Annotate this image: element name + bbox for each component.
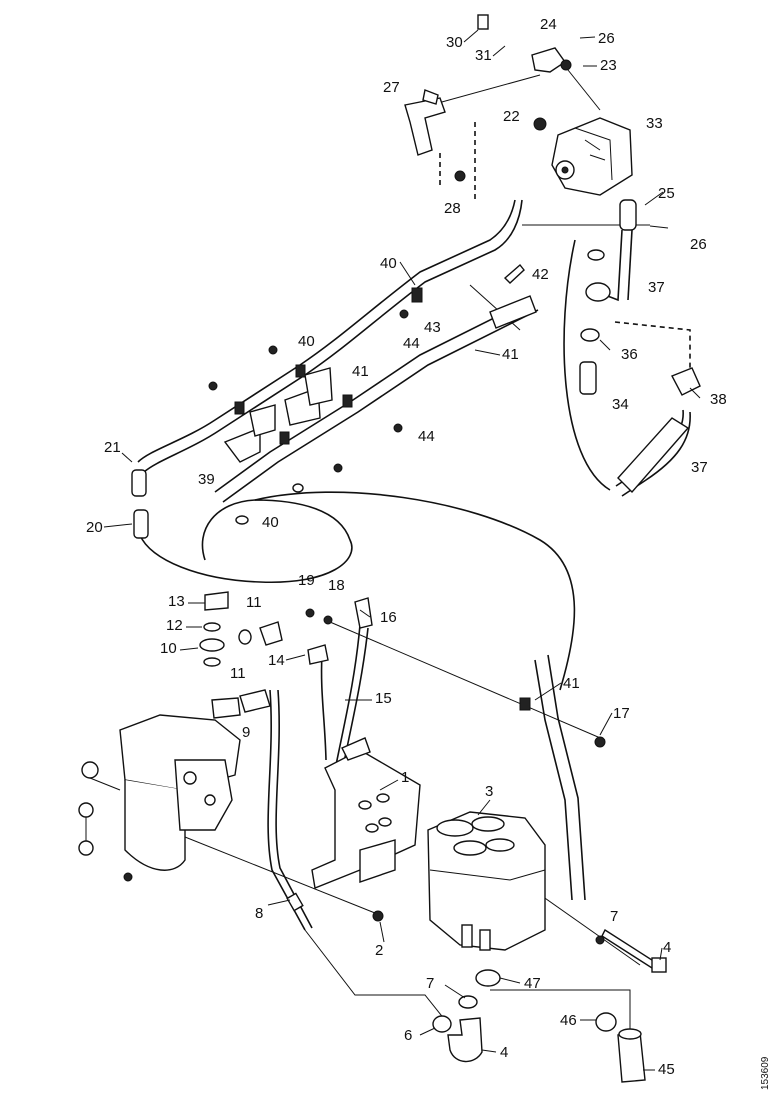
callout-41a: 41 — [502, 346, 519, 363]
callout-46: 46 — [560, 1012, 577, 1029]
callout-leaders — [103, 29, 701, 1071]
callout-45: 45 — [658, 1061, 675, 1078]
pump-32 — [551, 117, 633, 196]
callout-18: 17 — [613, 705, 630, 722]
callout-39: 40 — [262, 514, 279, 531]
callout-27a: 26 — [598, 30, 615, 47]
callout-8a: 7 — [610, 908, 618, 925]
callout-37a: 37 — [648, 279, 665, 296]
callout-24: 23 — [600, 57, 617, 74]
control-valve-3 — [427, 811, 546, 951]
callout-8b: 7 — [426, 975, 434, 992]
callout-43: 43 — [424, 319, 441, 336]
steering-unit — [78, 714, 241, 882]
callout-37b: 37 — [691, 459, 708, 476]
callout-11b: 11 — [230, 665, 246, 682]
callout-19: 18 — [328, 577, 345, 594]
callout-34: 36 — [621, 346, 638, 363]
callout-9: 8 — [255, 905, 263, 922]
callout-4: 4 — [663, 939, 671, 956]
callout-7: 6 — [404, 1027, 412, 1044]
callout-17: 16 — [380, 609, 397, 626]
callout-labels: 30 31 24 26 23 27 22 33 28 25 26 40 42 3… — [86, 16, 727, 1078]
callout-36: 38 — [710, 391, 727, 408]
callout-6: 4 — [500, 1044, 508, 1061]
callout-14: 13 — [168, 593, 185, 610]
parts — [78, 14, 701, 1083]
callout-16: 15 — [375, 690, 392, 707]
callout-13: 12 — [166, 617, 183, 634]
callout-42: 42 — [532, 266, 549, 283]
callout-32: 33 — [646, 115, 663, 132]
callout-11a: 11 — [246, 594, 262, 611]
callout-28: 27 — [383, 79, 400, 96]
callout-23: 22 — [503, 108, 520, 125]
callout-12: 10 — [160, 640, 177, 657]
callout-41c: 41 — [563, 675, 580, 692]
callout-30: 30 — [446, 34, 463, 51]
callout-29: 28 — [444, 200, 461, 217]
callout-41b: 41 — [352, 363, 369, 380]
callout-2: 2 — [375, 942, 383, 959]
callout-47: 47 — [524, 975, 541, 992]
callout-40b: 40 — [298, 333, 315, 350]
hose-lines — [137, 199, 691, 931]
callout-10: 9 — [242, 724, 250, 741]
callout-40a: 40 — [380, 255, 397, 272]
callout-44b: 44 — [418, 428, 435, 445]
callout-31: 31 — [475, 47, 492, 64]
callout-38: 39 — [198, 471, 215, 488]
callout-44a: 44 — [403, 335, 420, 352]
callout-27b: 26 — [690, 236, 707, 253]
callout-1: 1 — [401, 769, 409, 786]
callout-15: 14 — [268, 652, 285, 669]
callout-33: 34 — [612, 396, 629, 413]
callout-20: 19 — [298, 572, 315, 589]
callout-21: 20 — [86, 519, 103, 536]
callout-26: 25 — [658, 185, 675, 202]
callout-25: 24 — [540, 16, 557, 33]
reference-code: 153609 — [760, 1056, 771, 1090]
callout-22: 21 — [104, 439, 121, 456]
callout-3: 3 — [485, 783, 493, 800]
